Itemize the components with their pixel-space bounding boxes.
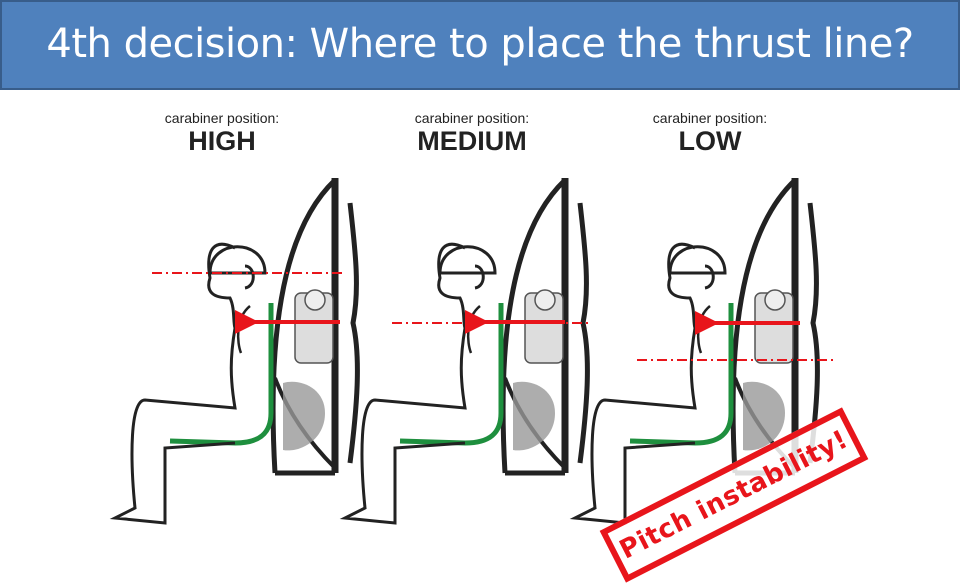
pilot-diagram-medium <box>345 178 587 523</box>
caption: carabiner position: <box>164 110 280 126</box>
caption: carabiner position: <box>414 110 530 126</box>
panel-label-medium: carabiner position: MEDIUM <box>372 110 572 156</box>
caption: carabiner position: <box>652 110 768 126</box>
paramotor-diagrams <box>0 0 835 552</box>
slide-title: 4th decision: Where to place the thrust … <box>46 21 914 67</box>
position-label: HIGH <box>188 126 256 156</box>
title-banner: 4th decision: Where to place the thrust … <box>0 0 960 90</box>
panel-label-high: carabiner position: HIGH <box>122 110 322 156</box>
position-label: LOW <box>678 126 742 156</box>
position-label: MEDIUM <box>417 126 527 156</box>
pilot-diagram-high <box>115 178 357 523</box>
panel-label-low: carabiner position: LOW <box>610 110 810 156</box>
